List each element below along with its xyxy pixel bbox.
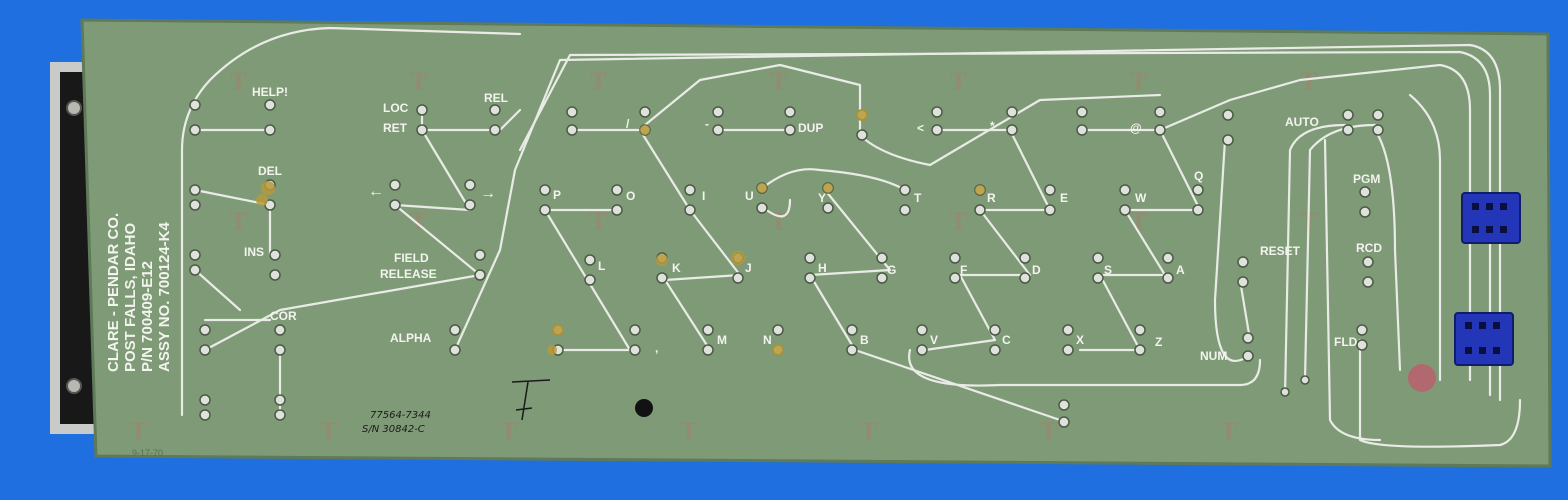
svg-text:T: T: [770, 67, 787, 96]
label-k: K: [672, 261, 681, 275]
maker-line-1: CLARE - PENDAR CO.: [105, 213, 122, 372]
maker-line-3: P/N 700409-E12: [139, 261, 156, 372]
label-c: C: [1002, 333, 1011, 347]
label-d: D: [1032, 263, 1041, 277]
svg-text:T: T: [500, 417, 517, 446]
label-help: HELP!: [252, 85, 288, 99]
svg-text:T: T: [590, 67, 607, 96]
label-q: Q: [1194, 169, 1203, 183]
label-m: M: [717, 333, 727, 347]
label-w: W: [1135, 191, 1147, 205]
label-t: T: [914, 191, 922, 205]
svg-text:T: T: [950, 207, 967, 236]
date-stamp: 9-17-70: [132, 448, 163, 458]
label-b: B: [860, 333, 869, 347]
ink-mark: [511, 379, 551, 421]
svg-text:T: T: [130, 417, 147, 446]
label-ins: INS: [244, 245, 264, 259]
label-v: V: [930, 333, 938, 347]
svg-text:T: T: [1300, 67, 1317, 96]
circuit-board: [80, 18, 1552, 468]
label-z: Z: [1155, 335, 1162, 349]
label-alpha: ALPHA: [390, 331, 432, 345]
svg-text:T: T: [410, 67, 427, 96]
label-field: FIELD: [394, 251, 429, 265]
svg-text:T: T: [1130, 207, 1147, 236]
label-reset: RESET: [1260, 244, 1301, 258]
label-at: @: [1130, 121, 1142, 135]
label-rel: REL: [484, 91, 508, 105]
label-h: H: [818, 261, 827, 275]
circuit-traces: [180, 26, 1522, 448]
label-auto: AUTO: [1285, 115, 1319, 129]
gold-solder-blobs: [256, 109, 985, 356]
svg-text:T: T: [230, 67, 247, 96]
maker-line-4: ASSY NO. 700124-K4: [156, 222, 173, 372]
svg-text:T: T: [410, 207, 427, 236]
svg-text:T: T: [950, 67, 967, 96]
label-n: N: [763, 333, 772, 347]
handwritten-serial: S/N 30842-C: [362, 424, 425, 435]
label-j: J: [745, 261, 752, 275]
label-ret: RET: [383, 121, 408, 135]
handwritten-number: 77564-7344: [370, 410, 431, 421]
label-dash: -: [705, 117, 709, 131]
svg-text:T: T: [230, 207, 247, 236]
label-y: Y: [818, 191, 826, 205]
label-release: RELEASE: [380, 267, 437, 281]
label-u: U: [745, 189, 754, 203]
svg-text:T: T: [770, 207, 787, 236]
label-rcd: RCD: [1356, 241, 1382, 255]
label-e: E: [1060, 191, 1068, 205]
svg-text:T: T: [1220, 417, 1237, 446]
label-l: L: [598, 259, 605, 273]
maker-info: CLARE - PENDAR CO. POST FALLS, IDAHO P/N…: [105, 213, 173, 372]
label-arrow-left: ←: [368, 183, 384, 200]
label-pgm: PGM: [1353, 172, 1380, 186]
svg-text:T: T: [860, 417, 877, 446]
label-arrow-right: →: [480, 185, 496, 202]
label-p: P: [553, 188, 561, 202]
label-comma: ,: [655, 341, 658, 355]
solder-pads: [189, 99, 1384, 428]
label-cor: COR: [270, 309, 297, 323]
label-dup: DUP: [798, 121, 823, 135]
red-mark: [1408, 364, 1436, 392]
label-f: F: [960, 263, 967, 277]
label-fld: FLD: [1334, 335, 1358, 349]
label-star: *: [990, 119, 995, 133]
maker-line-2: POST FALLS, IDAHO: [122, 222, 139, 372]
label-lt: <: [917, 121, 924, 135]
label-s: S: [1104, 263, 1112, 277]
svg-text:T: T: [680, 417, 697, 446]
label-slash: /: [626, 117, 630, 131]
svg-text:T: T: [1130, 67, 1147, 96]
label-x: X: [1076, 333, 1084, 347]
blue-connector-bottom: [1454, 312, 1514, 366]
svg-text:T: T: [1040, 417, 1057, 446]
label-del: DEL: [258, 164, 282, 178]
mounting-hole: [635, 399, 653, 417]
label-i: I: [702, 189, 705, 203]
label-num: NUM: [1200, 349, 1227, 363]
label-g: G: [887, 263, 896, 277]
label-r: R: [987, 191, 996, 205]
label-o: O: [626, 189, 635, 203]
blue-connector-top: [1461, 192, 1521, 244]
svg-text:T: T: [320, 417, 337, 446]
label-a: A: [1176, 263, 1185, 277]
label-loc: LOC: [383, 101, 409, 115]
svg-text:T: T: [590, 207, 607, 236]
